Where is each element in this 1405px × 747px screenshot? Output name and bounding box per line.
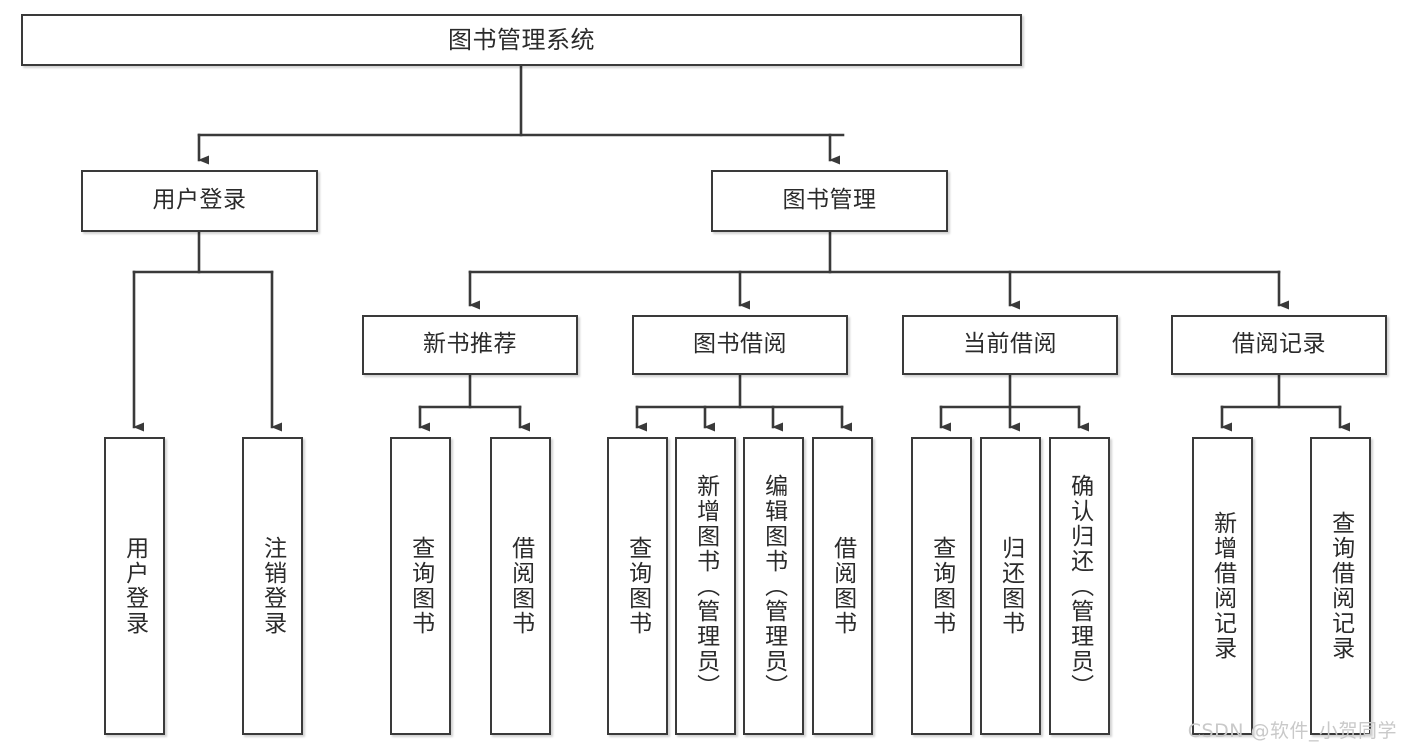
node-leaf-add-book-admin[interactable]: 新增图书（管理员） (675, 437, 736, 735)
node-leaf-confirm-return-admin[interactable]: 确认归还（管理员） (1049, 437, 1110, 735)
node-label: 用户登录 (121, 536, 148, 636)
node-leaf-borrow-book-recommend[interactable]: 借阅图书 (490, 437, 551, 735)
node-user-login[interactable]: 用户登录 (81, 170, 318, 232)
node-label: 用户登录 (152, 187, 247, 214)
node-label: 借阅记录 (1232, 331, 1326, 358)
node-leaf-query-book-borrow[interactable]: 查询图书 (607, 437, 668, 735)
node-label: 查询借阅记录 (1327, 511, 1354, 661)
node-label: 归还图书 (997, 536, 1024, 636)
node-leaf-borrow-book[interactable]: 借阅图书 (812, 437, 873, 735)
node-leaf-add-borrow-record[interactable]: 新增借阅记录 (1192, 437, 1253, 735)
node-label: 新增借阅记录 (1209, 511, 1236, 661)
node-leaf-query-borrow-record[interactable]: 查询借阅记录 (1310, 437, 1371, 735)
node-borrow-record[interactable]: 借阅记录 (1171, 315, 1387, 375)
node-label: 借阅图书 (507, 536, 534, 636)
node-book-borrow[interactable]: 图书借阅 (632, 315, 848, 375)
node-label: 新书推荐 (423, 331, 517, 358)
node-current-borrow[interactable]: 当前借阅 (902, 315, 1118, 375)
node-label: 编辑图书（管理员） (760, 473, 787, 699)
node-label: 注销登录 (259, 536, 286, 636)
node-root-book-management-system[interactable]: 图书管理系统 (21, 14, 1022, 66)
node-label: 查询图书 (407, 536, 434, 636)
node-new-book-recommend[interactable]: 新书推荐 (362, 315, 578, 375)
node-book-management[interactable]: 图书管理 (711, 170, 948, 232)
node-leaf-query-book-recommend[interactable]: 查询图书 (390, 437, 451, 735)
node-label: 图书借阅 (693, 331, 787, 358)
node-leaf-user-login[interactable]: 用户登录 (104, 437, 165, 735)
csdn-watermark: CSDN @软件_小贺同学 (1187, 720, 1397, 742)
node-leaf-query-book-current[interactable]: 查询图书 (911, 437, 972, 735)
node-label: 新增图书（管理员） (692, 473, 719, 699)
node-label: 查询图书 (928, 536, 955, 636)
node-leaf-return-book[interactable]: 归还图书 (980, 437, 1041, 735)
node-label: 当前借阅 (963, 331, 1057, 358)
node-leaf-edit-book-admin[interactable]: 编辑图书（管理员） (743, 437, 804, 735)
node-label: 借阅图书 (829, 536, 856, 636)
node-label: 图书管理系统 (448, 25, 595, 54)
node-label: 查询图书 (624, 536, 651, 636)
node-leaf-user-logout[interactable]: 注销登录 (242, 437, 303, 735)
node-label: 确认归还（管理员） (1066, 473, 1093, 699)
node-label: 图书管理 (782, 187, 877, 214)
